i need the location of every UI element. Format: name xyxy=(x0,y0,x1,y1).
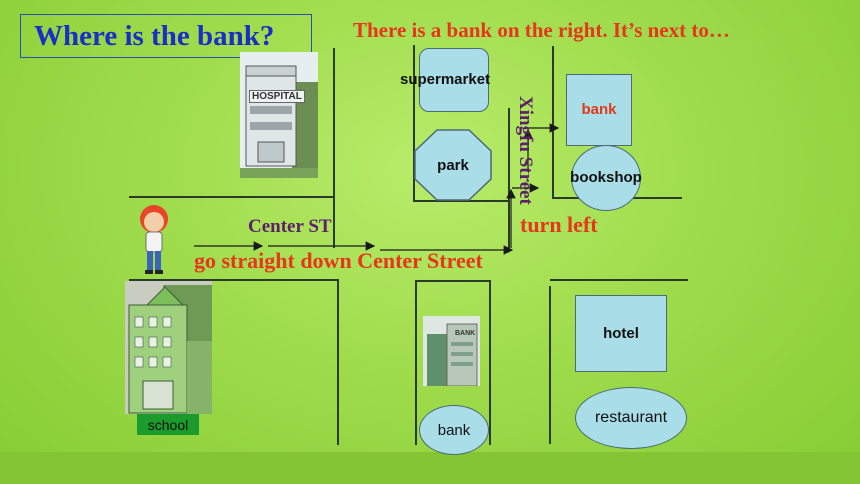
road-line xyxy=(413,45,415,201)
school-tag: school xyxy=(137,414,199,435)
center-st-label: Center ST xyxy=(248,216,332,237)
bookshop-ellipse: bookshop xyxy=(570,145,642,211)
restaurant-ellipse: restaurant xyxy=(575,387,687,449)
bank-bottom-ellipse: bank xyxy=(419,405,489,455)
title-box xyxy=(20,14,312,58)
road-line xyxy=(552,46,554,198)
road-line xyxy=(550,279,688,281)
hospital-image xyxy=(240,52,318,178)
xingfu-street-label: Xingfu Street xyxy=(515,96,536,205)
turn-left-text: turn left xyxy=(520,212,598,237)
park-label: park xyxy=(437,156,469,174)
school-image xyxy=(125,281,212,414)
park-octagon: park xyxy=(414,129,492,201)
hospital-sign: HOSPITAL xyxy=(249,90,305,103)
road-line xyxy=(508,108,510,248)
bank-top-box: bank xyxy=(566,74,632,146)
road-line xyxy=(415,280,417,445)
bottom-band xyxy=(0,452,860,484)
restaurant-label: restaurant xyxy=(594,409,668,426)
bank-top-label: bank xyxy=(581,101,617,118)
boy-icon xyxy=(140,205,168,274)
road-line xyxy=(415,280,490,282)
bank-sign: BANK xyxy=(455,330,476,337)
supermarket-box: supermarket xyxy=(400,48,490,112)
road-line xyxy=(549,286,551,444)
go-straight-text: go straight down Center Street xyxy=(194,248,483,273)
road-line xyxy=(129,279,337,281)
road-line xyxy=(129,196,334,198)
road-line xyxy=(333,48,335,248)
bank-building-image xyxy=(423,316,480,386)
hint-text: There is a bank on the right. It’s next … xyxy=(353,18,730,42)
bank-bottom-label: bank xyxy=(437,421,471,439)
slide-title: Where is the bank? xyxy=(34,20,275,52)
supermarket-label: supermarket xyxy=(399,71,491,88)
road-line xyxy=(489,280,491,445)
bookshop-label: bookshop xyxy=(570,168,642,186)
hotel-label: hotel xyxy=(603,325,639,342)
road-line xyxy=(337,279,339,445)
hotel-box: hotel xyxy=(575,295,667,372)
park-shape xyxy=(414,129,492,201)
